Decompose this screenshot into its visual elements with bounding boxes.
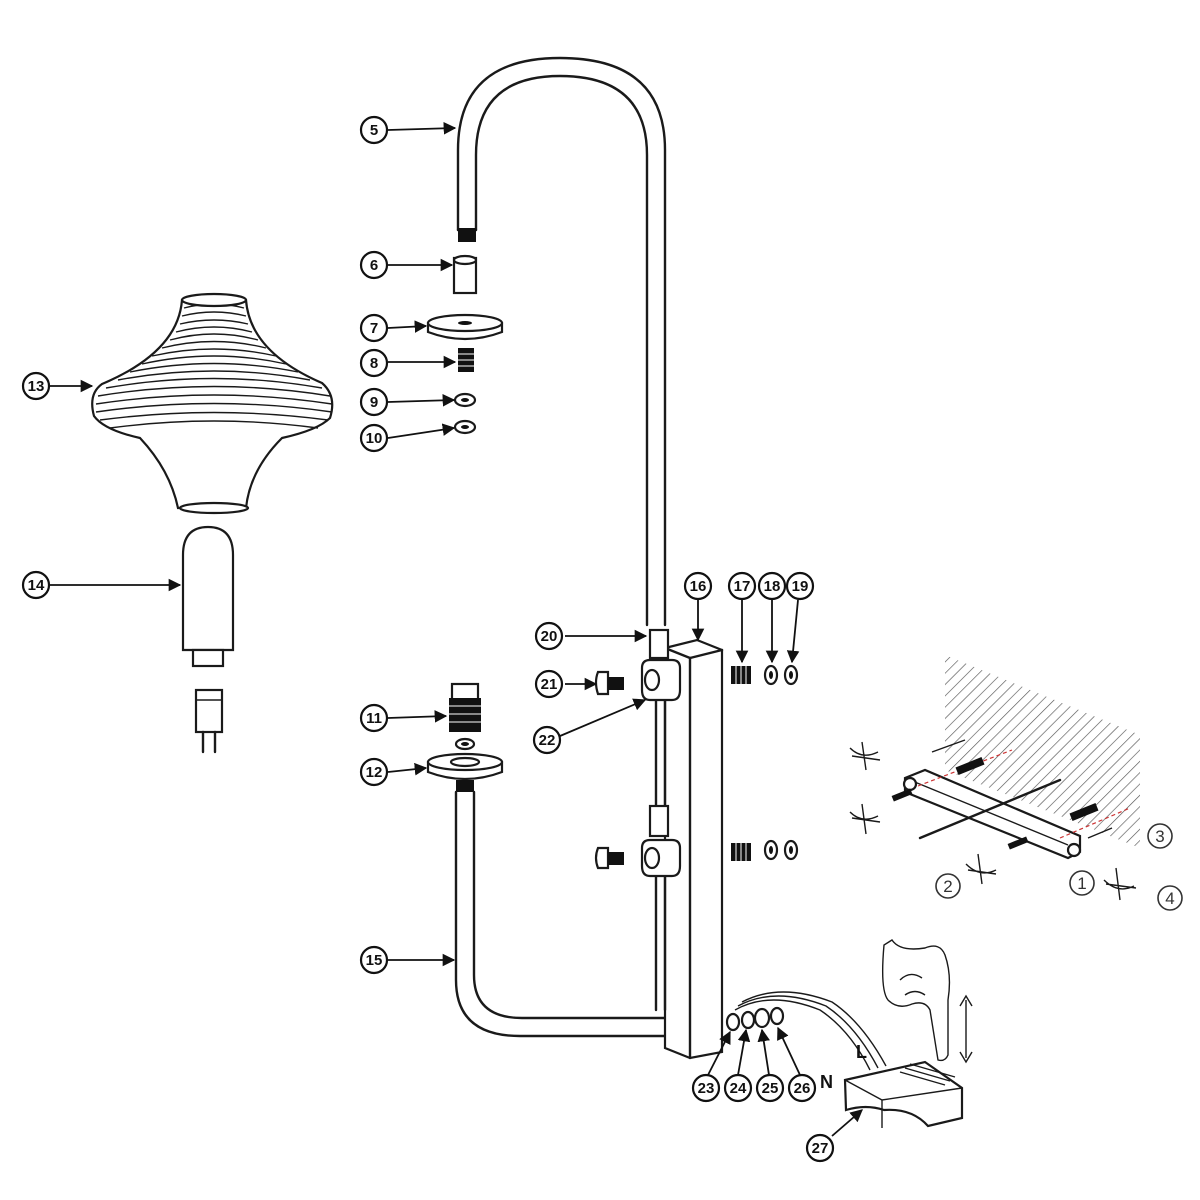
svg-text:1: 1 xyxy=(1077,874,1086,893)
socket-part-11 xyxy=(449,682,481,751)
step-4: 4 xyxy=(1157,885,1183,911)
callout-10: 10 xyxy=(359,423,389,453)
svg-text:21: 21 xyxy=(541,676,558,693)
svg-text:25: 25 xyxy=(762,1080,779,1097)
callout-26: 26 xyxy=(787,1073,817,1103)
lower-pin-washer-nut xyxy=(731,839,799,861)
bulb-part-14 xyxy=(181,525,235,754)
step-1: 1 xyxy=(1069,870,1095,896)
ring-part-12 xyxy=(426,752,504,781)
step-3: 3 xyxy=(1147,823,1173,849)
callout-6: 6 xyxy=(359,250,389,280)
nut-part-19 xyxy=(783,664,799,686)
callout-15: 15 xyxy=(359,945,389,975)
callout-25: 25 xyxy=(755,1073,785,1103)
ribbed-shade-part-13 xyxy=(91,292,334,515)
svg-text:24: 24 xyxy=(730,1080,747,1097)
washer-part-18 xyxy=(763,664,779,686)
washer-part-9 xyxy=(453,392,477,408)
leader-lines xyxy=(50,122,863,1137)
svg-text:26: 26 xyxy=(794,1080,811,1097)
callout-20: 20 xyxy=(534,621,564,651)
callout-22: 22 xyxy=(532,725,562,755)
step-2: 2 xyxy=(935,873,961,899)
svg-text:13: 13 xyxy=(28,378,45,395)
callout-17: 17 xyxy=(727,571,757,601)
wire-fittings-parts-23-26 xyxy=(725,991,887,1071)
svg-text:11: 11 xyxy=(366,710,382,727)
svg-text:9: 9 xyxy=(370,394,378,411)
backplate-part-16 xyxy=(663,638,724,1060)
svg-text:3: 3 xyxy=(1155,827,1164,846)
live-label: L xyxy=(856,1042,867,1062)
svg-text:12: 12 xyxy=(366,764,383,781)
coupling-part-6 xyxy=(452,254,478,295)
lower-arm-part-15 xyxy=(454,780,683,1039)
callout-16: 16 xyxy=(683,571,713,601)
callout-13: 13 xyxy=(21,371,51,401)
callout-23: 23 xyxy=(691,1073,721,1103)
terminal-block-part-27 xyxy=(843,1060,964,1128)
threaded-nipple-part-8 xyxy=(458,348,474,372)
threaded-pin-part-17 xyxy=(731,666,751,684)
nut-part-10 xyxy=(453,419,477,435)
arc-tube-part-5 xyxy=(456,56,667,627)
svg-text:8: 8 xyxy=(370,355,378,372)
callout-24: 24 xyxy=(723,1073,753,1103)
svg-text:10: 10 xyxy=(366,430,383,447)
callout-21: 21 xyxy=(534,669,564,699)
svg-text:14: 14 xyxy=(28,577,45,594)
callout-11: 11 xyxy=(359,703,389,733)
lower-coupling xyxy=(648,804,670,838)
callout-27: 27 xyxy=(805,1133,835,1163)
hand-illustration xyxy=(881,939,973,1064)
lower-screw xyxy=(594,846,624,870)
svg-text:7: 7 xyxy=(370,320,378,337)
svg-text:6: 6 xyxy=(370,257,378,274)
callout-18: 18 xyxy=(757,571,787,601)
callout-19: 19 xyxy=(785,571,815,601)
svg-text:18: 18 xyxy=(764,578,781,595)
wall-mount-inset xyxy=(849,655,1140,901)
knuckle-part-22 xyxy=(640,658,682,702)
callout-8: 8 xyxy=(359,348,389,378)
cup-plate-part-7 xyxy=(426,313,504,341)
svg-text:4: 4 xyxy=(1165,889,1174,908)
screw-part-21 xyxy=(594,670,624,696)
svg-text:23: 23 xyxy=(698,1080,715,1097)
coupling-part-20 xyxy=(648,628,670,660)
svg-text:27: 27 xyxy=(812,1140,829,1157)
callout-9: 9 xyxy=(359,387,389,417)
svg-text:16: 16 xyxy=(690,578,707,595)
callout-12: 12 xyxy=(359,757,389,787)
callout-7: 7 xyxy=(359,313,389,343)
svg-text:22: 22 xyxy=(539,732,556,749)
svg-text:20: 20 xyxy=(541,628,558,645)
svg-text:5: 5 xyxy=(370,122,378,139)
callout-14: 14 xyxy=(21,570,51,600)
callout-5: 5 xyxy=(359,115,389,145)
svg-text:15: 15 xyxy=(366,952,383,969)
svg-text:2: 2 xyxy=(943,877,952,896)
neutral-label: N xyxy=(820,1072,833,1092)
svg-text:17: 17 xyxy=(734,578,751,595)
svg-text:19: 19 xyxy=(792,578,809,595)
lower-knuckle xyxy=(640,838,682,878)
